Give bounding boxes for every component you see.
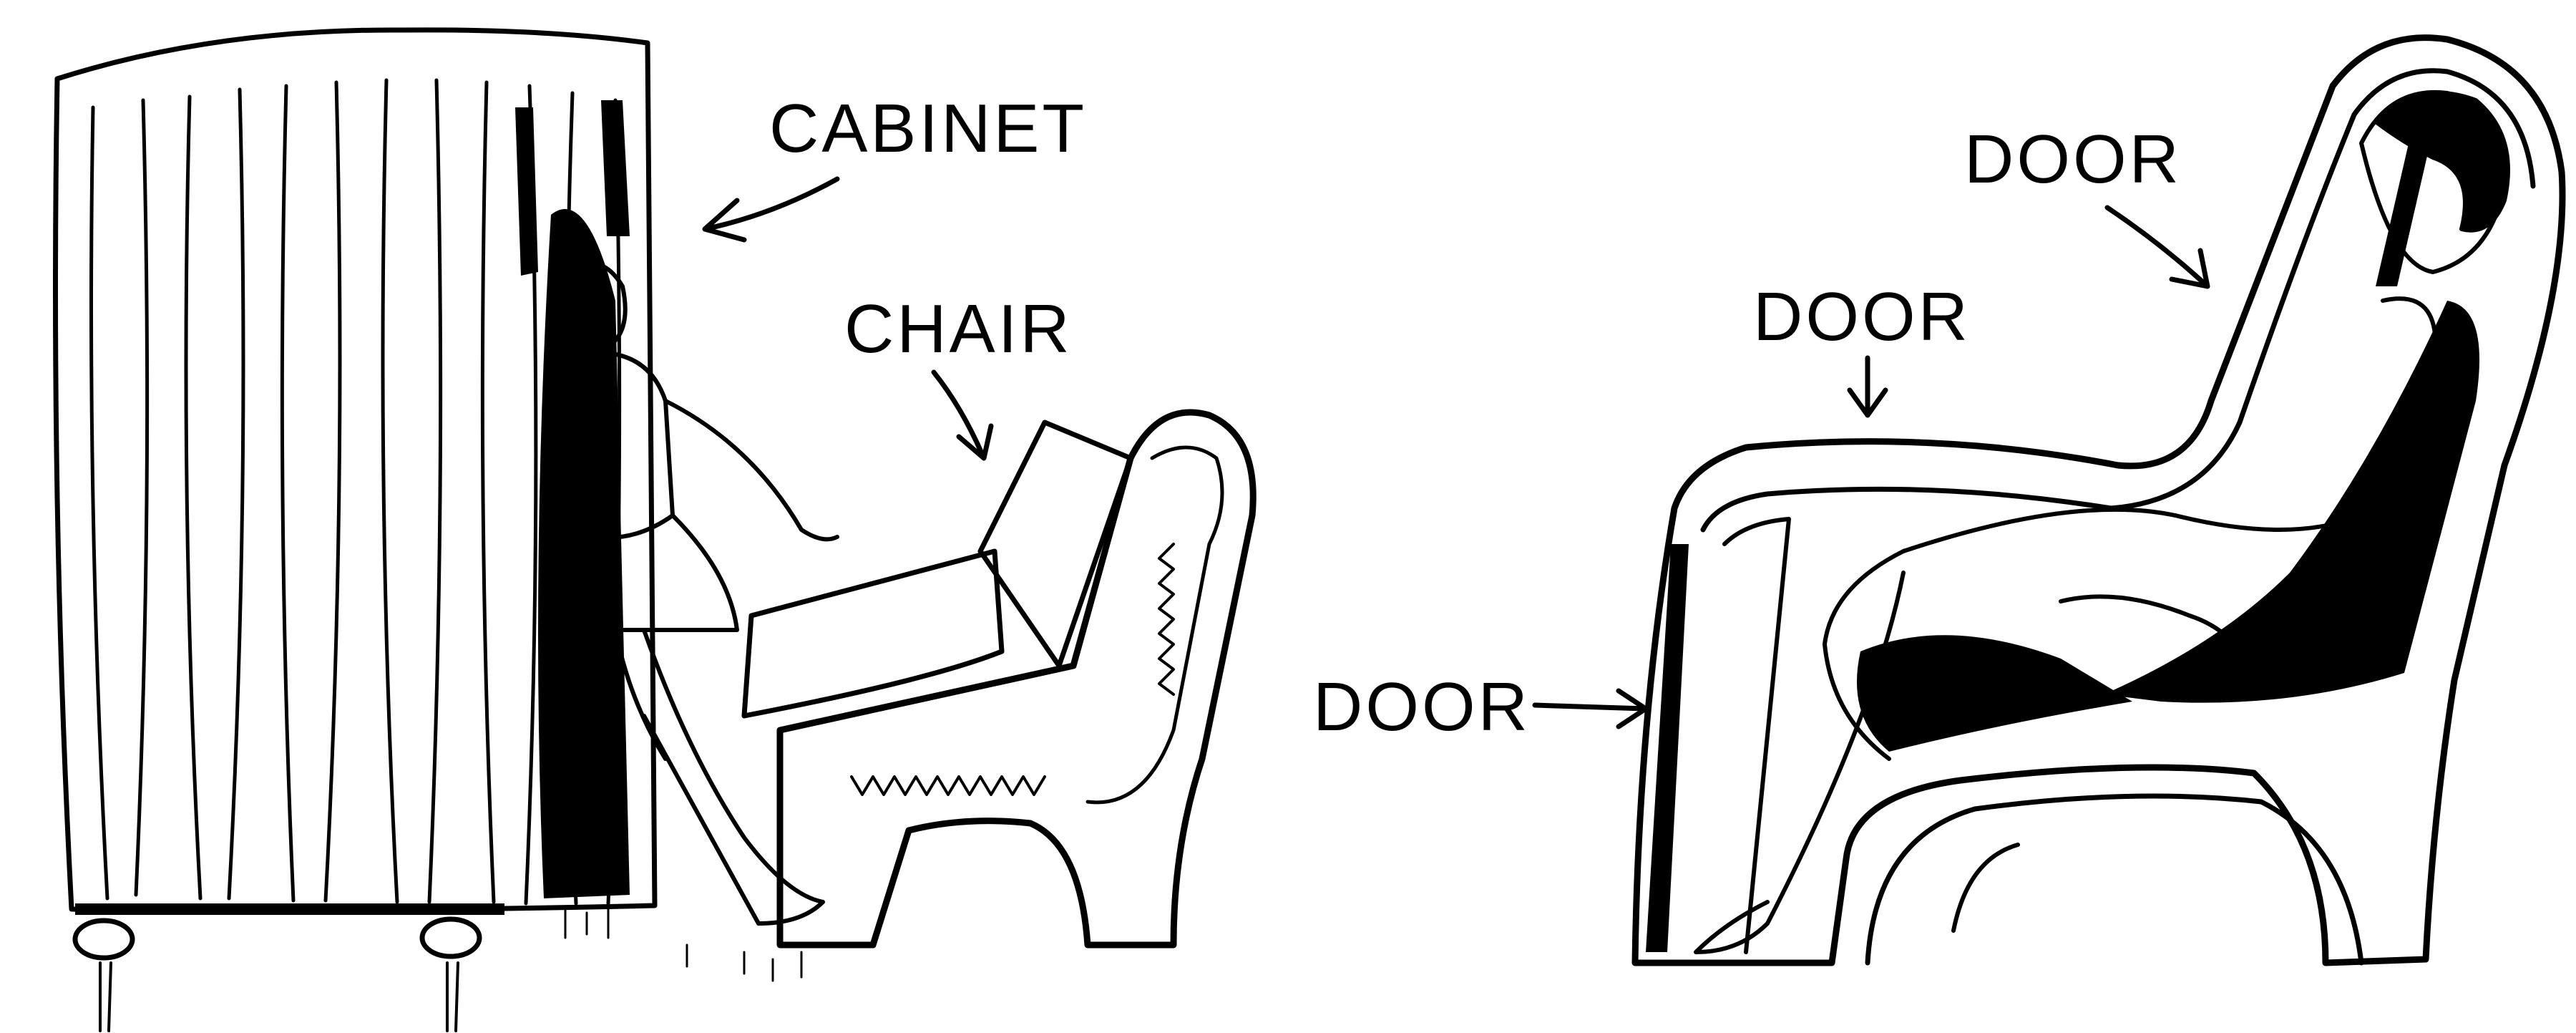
label-door-middle: DOOR [1753, 278, 1971, 355]
arrow-door-middle [1847, 355, 1888, 418]
performer-figure-left [547, 261, 839, 926]
label-cabinet: CABINET [769, 90, 1087, 167]
performer-figure-right [1694, 89, 2510, 954]
arrow-door-top [2104, 205, 2210, 289]
label-door-top: DOOR [1964, 121, 2182, 198]
arrow-door-left [1532, 688, 1649, 729]
chair-illustration-right [1631, 34, 2566, 966]
caster-right [419, 916, 482, 959]
right-scene: DOOR DOOR DOOR [1313, 34, 2566, 966]
arrow-cabinet [702, 176, 840, 243]
chair-illustration-left [564, 409, 1257, 982]
left-scene: CABINET CHAIR [53, 27, 1257, 1032]
arrow-chair [931, 369, 994, 461]
cabinet-illustration [53, 27, 658, 1032]
label-door-left: DOOR [1313, 669, 1531, 745]
caster-left [72, 918, 135, 961]
label-chair: CHAIR [844, 291, 1073, 367]
